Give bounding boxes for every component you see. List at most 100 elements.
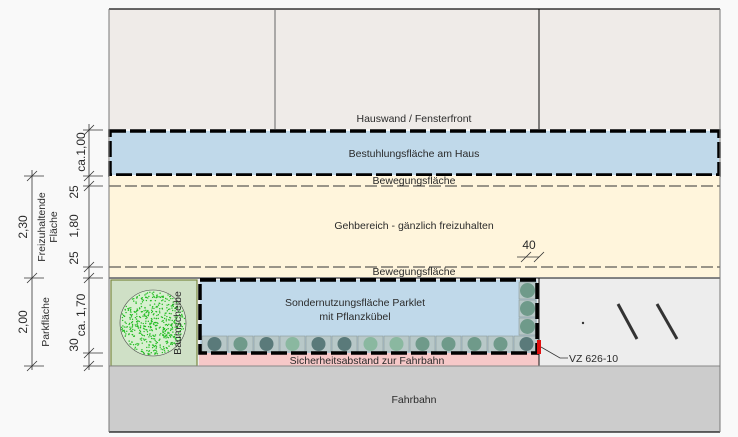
tree-foliage-dot [167,327,169,330]
tree-foliage-dot [129,318,132,320]
tree-foliage-dot [122,330,124,332]
plant-icon [337,337,352,351]
tree-foliage-dot [135,310,138,312]
tree-foliage-dot [150,335,152,338]
tree-foliage-dot [139,329,141,332]
tree-foliage-dot [164,324,167,326]
tree-foliage-dot [163,347,165,350]
tree-foliage-dot [124,321,126,323]
tree-foliage-dot [181,313,183,316]
tree-foliage-dot [175,301,178,304]
tree-foliage-dot [170,343,172,346]
plant-icon [520,319,535,334]
tree-foliage-dot [163,336,165,339]
tree-foliage-dot [146,333,149,336]
tree-foliage-dot [150,321,153,323]
tree-foliage-dot [135,321,138,323]
tree-foliage-dot [154,335,156,337]
tree-foliage-dot [162,326,165,329]
tree-foliage-dot [148,346,150,348]
tree-foliage-dot [162,319,164,322]
tree-foliage-dot [151,346,154,349]
tree-foliage-dot [166,304,168,306]
tree-foliage-dot [164,351,166,353]
tree-foliage-dot [143,315,146,317]
tree-foliage-dot [171,319,173,322]
road-zone [109,366,720,432]
tree-foliage-dot [155,321,157,324]
plant-icon [415,337,430,351]
tree-foliage-dot [136,308,138,310]
tree-foliage-dot [139,316,142,319]
tree-foliage-dot [159,344,161,346]
tree-foliage-dot [141,333,143,336]
tree-foliage-dot [170,305,172,307]
tree-foliage-dot [148,350,150,353]
dim-30: 30 [67,338,81,352]
dim-ca-170: ca. 1,70 [74,293,88,336]
tree-foliage-dot [151,292,154,294]
tree-foliage-dot [162,346,165,348]
tree-foliage-dot [154,339,156,341]
tree-foliage-dot [137,327,140,329]
tree-foliage-dot [142,352,145,354]
tree-foliage-dot [182,328,185,330]
seating-area-label: Bestuhlungsfläche am Haus [349,148,480,160]
tree-foliage-dot [160,348,162,350]
tree-foliage-dot [154,299,157,302]
tree-foliage-dot [162,348,164,351]
tree-foliage-dot [166,307,168,309]
tree-foliage-dot [131,298,134,300]
tree-foliage-dot [181,325,184,328]
tree-foliage-dot [129,326,131,328]
tree-foliage-dot [158,310,161,312]
tree-foliage-dot [121,319,124,322]
tree-foliage-dot [139,325,142,327]
tree-foliage-dot [149,323,151,326]
tree-foliage-dot [125,333,127,335]
tree-foliage-dot [145,317,147,320]
parklet-label-line2: mit Pflanzkübel [319,311,390,323]
tree-foliage-dot [165,334,167,336]
tree-foliage-dot [171,343,174,346]
tree-foliage-dot [135,325,137,327]
tree-foliage-dot [136,323,138,326]
tree-foliage-dot [166,340,168,342]
tree-foliage-dot [123,315,126,317]
tree-foliage-dot [146,331,149,333]
tree-foliage-dot [141,342,143,344]
tree-foliage-dot [154,353,156,355]
tree-foliage-dot [153,303,156,305]
tree-foliage-dot [153,313,155,315]
tree-foliage-dot [168,299,170,302]
tree-foliage-dot [158,339,160,342]
tree-foliage-dot [175,318,178,320]
tree-foliage-dot [177,311,180,313]
tree-foliage-dot [167,350,169,352]
tree-foliage-dot [136,342,138,345]
plant-icon [311,337,326,351]
tree-foliage-dot [130,308,132,311]
tree-foliage-dot [138,294,141,297]
tree-foliage-dot [177,332,180,334]
marking-dot [581,321,585,325]
tree-foliage-dot [181,316,184,318]
tree-foliage-dot [150,309,153,311]
tree-foliage-dot [168,345,170,347]
tree-foliage-dot [147,309,149,312]
free-area-label: Freizuhaltende [36,192,48,262]
tree-foliage-dot [174,320,176,322]
tree-foliage-dot [144,294,146,296]
tree-foliage-dot [175,337,177,339]
tree-foliage-dot [183,323,186,325]
walkway-label: Gehbereich - gänzlich freizuhalten [334,220,494,232]
tree-foliage-dot [121,328,124,330]
tree-foliage-dot [148,336,150,338]
tree-foliage-dot [155,347,157,349]
tree-foliage-dot [126,326,129,328]
tree-foliage-dot [159,326,161,328]
tree-foliage-dot [163,317,166,320]
tree-foliage-dot [151,329,153,331]
tree-foliage-dot [165,328,168,331]
tree-foliage-dot [151,310,154,313]
